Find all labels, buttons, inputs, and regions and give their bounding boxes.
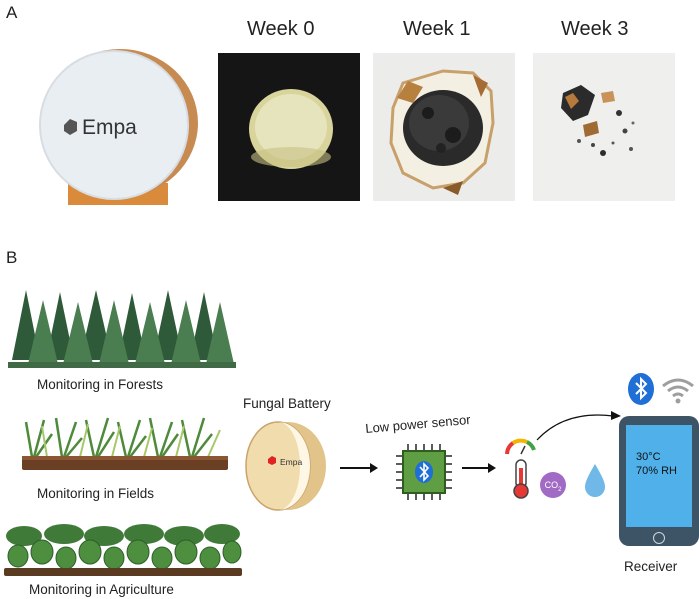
disc-logo-text: Empa	[82, 116, 137, 139]
week-1-label: Week 1	[403, 18, 471, 40]
empa-hex-icon	[64, 119, 77, 135]
fungal-battery: Empa	[244, 420, 328, 512]
arrow-to-receiver	[536, 411, 621, 441]
co2-icon: CO2	[540, 472, 566, 498]
forests-caption: Monitoring in Forests	[37, 377, 164, 392]
week-1-photo	[373, 53, 515, 201]
empa-disc-photo: Empa	[30, 45, 205, 205]
arrow-battery-to-sensor	[340, 463, 378, 473]
screen-humidity: 70% RH	[636, 465, 677, 477]
fields-illustration	[22, 412, 228, 474]
week-0-label: Week 0	[247, 18, 315, 40]
agriculture-illustration	[4, 522, 242, 578]
empa-red-hex-icon	[268, 456, 276, 465]
fields-caption: Monitoring in Fields	[37, 486, 155, 501]
week-3-label: Week 3	[561, 18, 629, 40]
battery-logo-text: Empa	[280, 457, 303, 467]
panel-a-letter: A	[6, 3, 18, 22]
low-power-sensor-chip	[396, 444, 452, 500]
week-0-photo	[218, 53, 360, 201]
bluetooth-receiver-icon	[628, 373, 654, 405]
tablet-home-button	[653, 532, 665, 544]
thermometer-gauge-icon	[503, 436, 539, 500]
receiver-label: Receiver	[624, 559, 678, 574]
co2-subscript: 2	[558, 486, 562, 493]
wifi-icon	[662, 378, 694, 404]
panel-b-letter: B	[6, 248, 18, 267]
arrow-sensor-to-thermometer	[462, 463, 496, 473]
sensor-label: Low power sensor	[364, 411, 472, 436]
tablet-screen: 30°C 70% RH	[626, 425, 692, 527]
week-3-photo	[533, 53, 675, 201]
screen-temperature: 30°C	[636, 451, 661, 463]
agriculture-caption: Monitoring in Agriculture	[29, 582, 174, 597]
water-drop-icon	[585, 464, 605, 497]
forest-illustration	[8, 290, 236, 370]
tablet-receiver: 30°C 70% RH	[619, 416, 699, 546]
co2-text: CO	[544, 480, 559, 490]
battery-label: Fungal Battery	[243, 396, 331, 411]
